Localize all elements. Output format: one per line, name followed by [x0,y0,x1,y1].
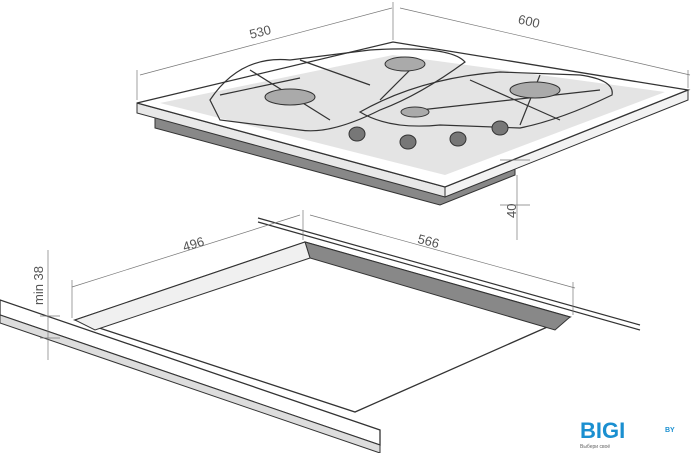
dimension-min-countertop-thickness: min 38 [31,266,46,305]
knob [348,126,366,142]
burner-rear-left [384,56,426,72]
cutout-wall-left [73,241,311,331]
hob [136,41,691,206]
dimension-hob-width: 600 [517,12,542,31]
countertop-back-edge [257,217,641,326]
cutout-dimension-lines [40,210,576,360]
bigi-logo: BIGI BY Выбери своё [580,418,675,450]
hob-dimension-lines [136,2,691,240]
burner-front-left [264,88,316,106]
dimension-hob-depth: 530 [248,22,273,42]
cutout-opening [72,241,572,413]
countertop-side [0,314,381,453]
burner-right [509,81,561,99]
logo-tagline: Выбери своё [580,444,610,450]
knob [449,131,467,147]
control-knobs [348,120,509,150]
logo-brand: BIGI [580,418,625,443]
dimension-cutout-width: 566 [416,231,441,251]
knob [491,120,509,136]
burner-center [400,106,430,118]
burners [264,56,561,118]
dimension-cutout-depth: 496 [181,234,206,255]
knob [399,134,417,150]
logo-domain: BY [665,427,675,434]
countertop [0,217,641,453]
dimension-hob-height: 40 [504,204,519,218]
